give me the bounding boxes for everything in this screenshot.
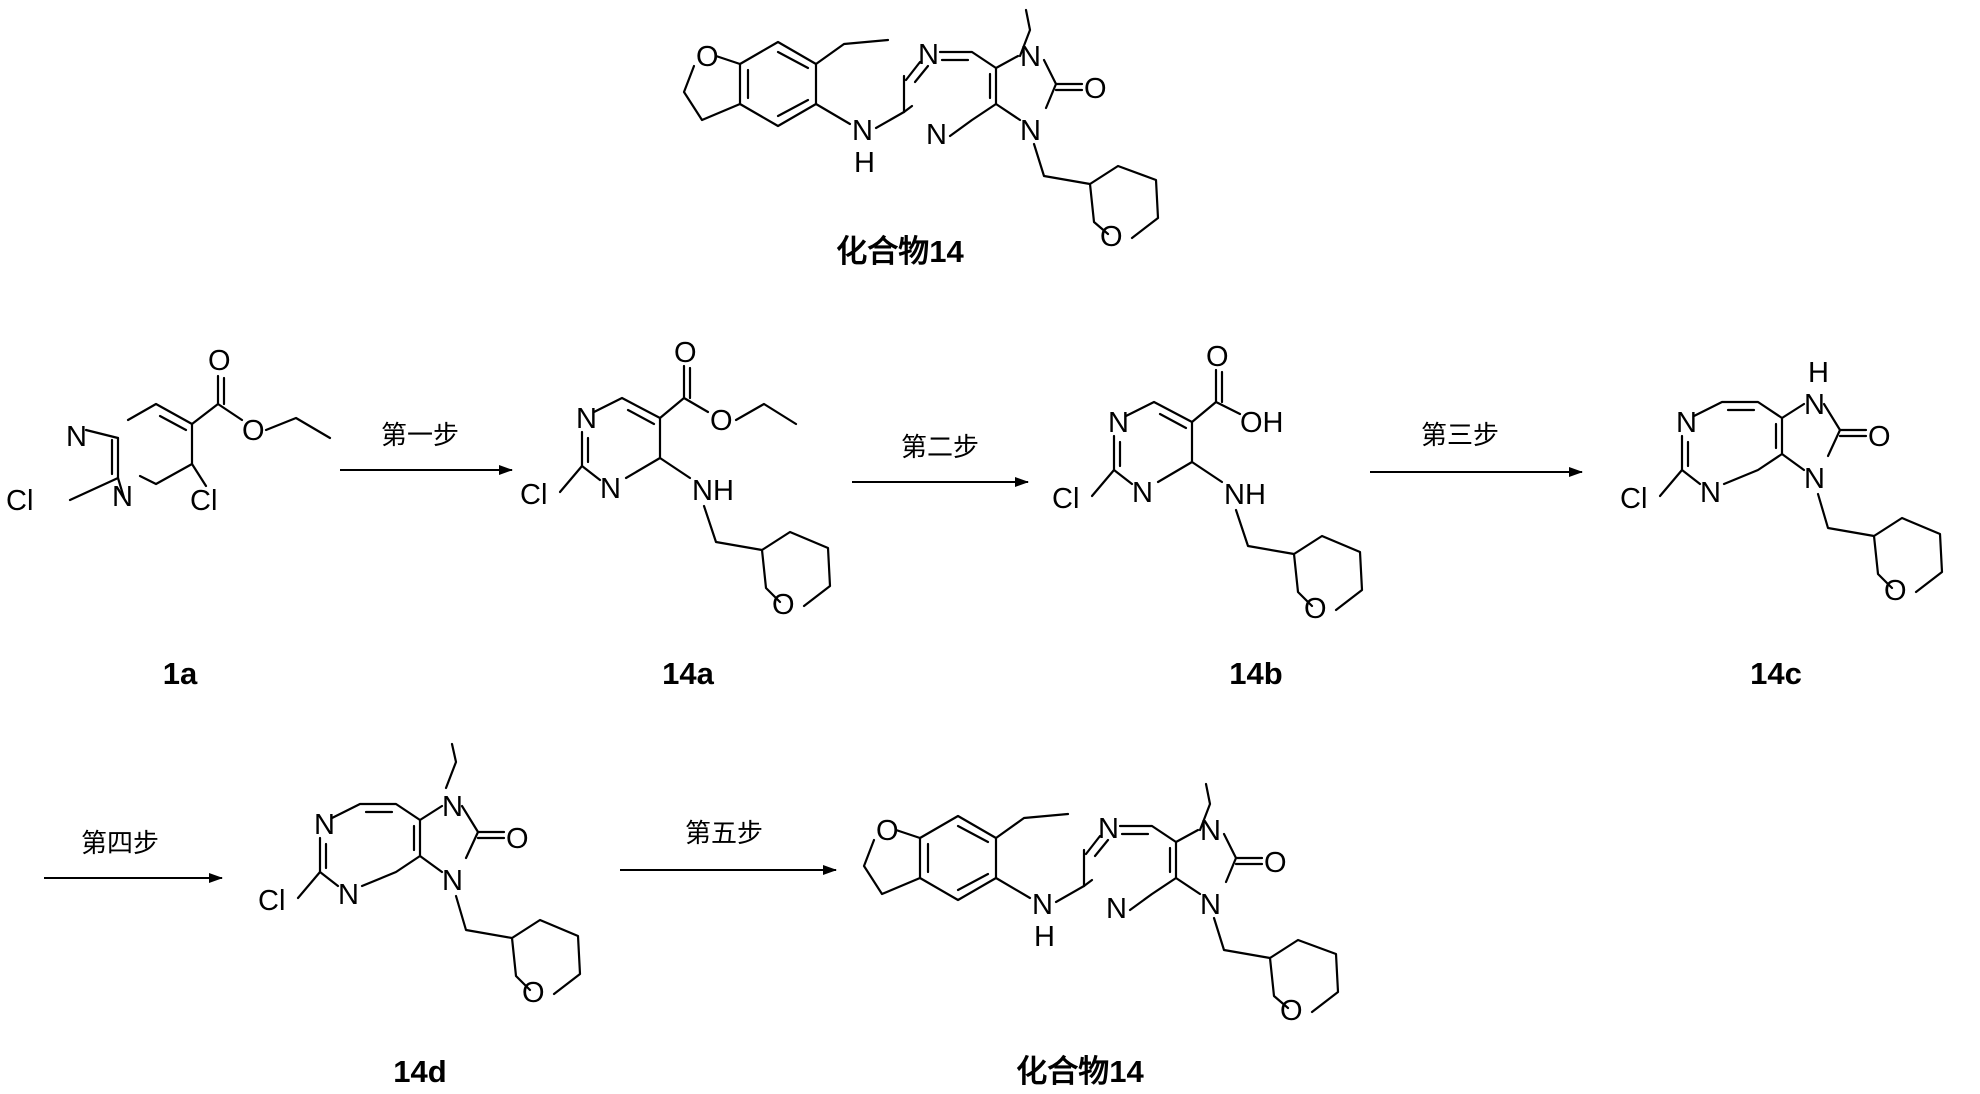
- atom-n1-14c: N: [1676, 407, 1697, 439]
- atom-n3-14c: N: [1700, 477, 1721, 509]
- atom-n1-final: N: [1098, 813, 1119, 845]
- atom-nh-14b: NH: [1224, 479, 1266, 511]
- label-14d: 14d: [393, 1054, 446, 1089]
- label-14c: 14c: [1750, 656, 1802, 691]
- atom-n3: N: [926, 119, 947, 151]
- atom-o-thf-14a: O: [772, 589, 795, 621]
- atom-o-ester-14a: O: [710, 405, 733, 437]
- atom-h-link: H: [854, 147, 875, 179]
- atom-n1: N: [918, 39, 939, 71]
- label-compound-14-top: 化合物14: [836, 234, 964, 269]
- atom-n3-final: N: [1106, 893, 1127, 925]
- structure-14d: N N Cl N O N O: [258, 744, 580, 1009]
- atom-o-furan-final: O: [876, 815, 899, 847]
- atom-o-thf-final: O: [1280, 995, 1303, 1027]
- atom-o-carbonyl-final: O: [1264, 847, 1287, 879]
- atom-n9-final: N: [1200, 889, 1221, 921]
- atom-n3-1a: N: [112, 481, 133, 513]
- atom-o-carbonyl-14a: O: [674, 337, 697, 369]
- atom-n9-14d: N: [442, 865, 463, 897]
- atom-cl4-1a: Cl: [190, 485, 217, 517]
- label-step-4: 第四步: [81, 829, 159, 859]
- structure-14c: N N Cl N H O N O: [1620, 357, 1942, 607]
- atom-n3-14b: N: [1132, 477, 1153, 509]
- atom-o-carbonyl-14b: O: [1206, 341, 1229, 373]
- label-step-3: 第三步: [1421, 421, 1499, 451]
- atom-o-thf-14d: O: [522, 977, 545, 1009]
- atom-o-furan: O: [696, 41, 719, 73]
- atom-cl-14c: Cl: [1620, 483, 1647, 515]
- atom-n7-14d: N: [442, 791, 463, 823]
- structure-compound-14-final: O N H N N N O N O: [864, 784, 1338, 1027]
- atom-o-carbonyl-14d: O: [506, 823, 529, 855]
- label-14a: 14a: [662, 656, 714, 691]
- atom-o-thf-14c: O: [1884, 575, 1907, 607]
- atom-n1-1a: N: [66, 421, 87, 453]
- atom-n-link: N: [852, 115, 873, 147]
- atom-cl-14d: Cl: [258, 885, 285, 917]
- atom-o-ester-1a: O: [242, 415, 265, 447]
- structure-1a: N N Cl Cl O O: [6, 345, 330, 517]
- label-1a: 1a: [163, 656, 198, 691]
- atom-oh-14b: OH: [1240, 407, 1284, 439]
- atom-o-carbonyl-1a: O: [208, 345, 231, 377]
- atom-n-link-final: N: [1032, 889, 1053, 921]
- label-compound-14-final: 化合物14: [1016, 1054, 1144, 1089]
- atom-n7: N: [1020, 41, 1041, 73]
- atom-o-thf-14b: O: [1304, 593, 1327, 625]
- structure-compound-14-top: O N H N N N O N O: [684, 10, 1158, 253]
- label-14b: 14b: [1229, 656, 1282, 691]
- label-step-5: 第五步: [685, 819, 763, 849]
- atom-h-link-final: H: [1034, 921, 1055, 953]
- atom-n7-final: N: [1200, 815, 1221, 847]
- atom-n1-14a: N: [576, 403, 597, 435]
- atom-o-carbonyl: O: [1084, 73, 1107, 105]
- atom-n7-14c: N: [1804, 389, 1825, 421]
- atom-o-carbonyl-14c: O: [1868, 421, 1891, 453]
- label-step-2: 第二步: [901, 433, 979, 463]
- atom-cl2-1a: Cl: [6, 485, 33, 517]
- structure-14a: N N Cl O O NH O: [520, 337, 830, 621]
- atom-n3-14a: N: [600, 473, 621, 505]
- atom-h7-14c: H: [1808, 357, 1829, 389]
- atom-n9-14c: N: [1804, 463, 1825, 495]
- atom-cl-14b: Cl: [1052, 483, 1079, 515]
- atom-n1-14b: N: [1108, 407, 1129, 439]
- atom-n1-14d: N: [314, 809, 335, 841]
- atom-nh-14a: NH: [692, 475, 734, 507]
- atom-n9: N: [1020, 115, 1041, 147]
- label-step-1: 第一步: [381, 421, 459, 451]
- structure-14b: N N Cl O OH NH O: [1052, 341, 1362, 625]
- atom-o-thf: O: [1100, 221, 1123, 253]
- atom-n3-14d: N: [338, 879, 359, 911]
- atom-cl-14a: Cl: [520, 479, 547, 511]
